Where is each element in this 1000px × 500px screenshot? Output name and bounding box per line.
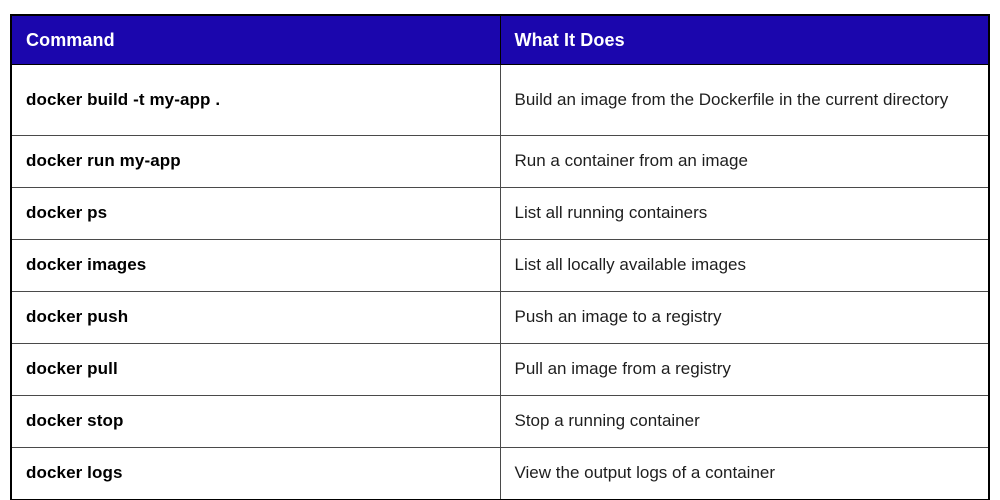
table-row: docker pull Pull an image from a registr… [10,343,990,396]
table-row: docker logs View the output logs of a co… [10,447,990,500]
table-row: docker images List all locally available… [10,239,990,292]
table-header: Command What It Does [10,14,990,65]
command-cell: docker build -t my-app . [10,64,501,136]
table-body: docker build -t my-app . Build an image … [10,64,990,500]
description-cell: Pull an image from a registry [499,343,990,396]
command-cell: docker images [10,239,501,292]
command-cell: docker pull [10,343,501,396]
command-cell: docker logs [10,447,501,500]
command-cell: docker push [10,291,501,344]
table-row: docker push Push an image to a registry [10,291,990,344]
description-cell: Push an image to a registry [499,291,990,344]
table-row: docker ps List all running containers [10,187,990,240]
description-cell: Build an image from the Dockerfile in th… [499,64,990,136]
description-cell: List all locally available images [499,239,990,292]
docker-commands-table: Command What It Does docker build -t my-… [10,14,990,500]
table-row: docker build -t my-app . Build an image … [10,64,990,136]
description-cell: View the output logs of a container [499,447,990,500]
description-cell: Stop a running container [499,395,990,448]
column-header-command: Command [10,14,501,65]
description-cell: Run a container from an image [499,135,990,188]
command-cell: docker stop [10,395,501,448]
table-row: docker run my-app Run a container from a… [10,135,990,188]
description-cell: List all running containers [499,187,990,240]
command-cell: docker ps [10,187,501,240]
column-header-what-it-does: What It Does [499,14,990,65]
command-cell: docker run my-app [10,135,501,188]
header-row: Command What It Does [10,14,990,65]
table-row: docker stop Stop a running container [10,395,990,448]
